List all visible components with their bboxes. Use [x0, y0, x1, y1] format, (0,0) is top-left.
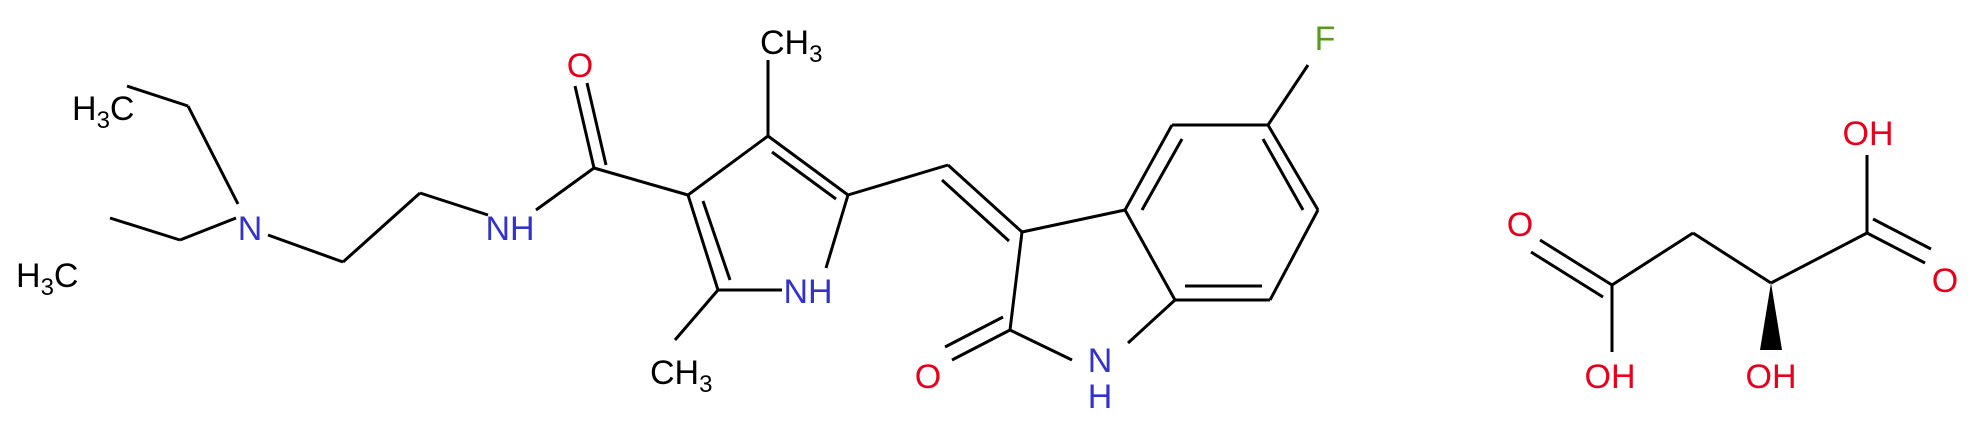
malic-acid-bonds — [1530, 155, 1932, 352]
bond — [1008, 231, 1024, 331]
bond — [1140, 138, 1184, 211]
bond — [267, 233, 344, 264]
bond — [1126, 298, 1177, 345]
bond — [767, 134, 849, 197]
bond — [1539, 238, 1613, 287]
bond — [1530, 250, 1604, 299]
bond — [1866, 231, 1926, 265]
bond — [186, 105, 240, 205]
bond — [824, 194, 850, 269]
bond — [573, 85, 596, 169]
sunitinib-bonds — [109, 60, 1320, 362]
bond — [701, 200, 732, 281]
bond — [109, 216, 181, 242]
bond — [585, 82, 608, 166]
bond — [1123, 124, 1174, 211]
bond — [1266, 124, 1320, 211]
bond — [1872, 217, 1932, 251]
wedge-bond — [1760, 283, 1782, 350]
alpha-hydroxyl-label: OH — [1746, 358, 1797, 396]
bond — [1692, 231, 1772, 285]
bond — [1021, 208, 1126, 234]
bond — [686, 194, 720, 291]
pyrrole-nh-label: NH — [783, 273, 832, 311]
bond — [944, 315, 1004, 349]
amine-nitrogen-label: N — [238, 210, 263, 248]
bond — [940, 178, 1011, 243]
bond — [126, 84, 189, 108]
amide-nh-label: NH — [485, 210, 534, 248]
bond — [419, 191, 489, 217]
bond — [673, 289, 720, 341]
bond — [1266, 64, 1310, 126]
bond — [1261, 138, 1305, 211]
bond — [179, 216, 237, 242]
bond — [946, 163, 1024, 234]
bond — [1009, 328, 1073, 362]
pyrrole-methyl-top-label: CH3 — [760, 24, 822, 68]
fluorine-label: F — [1315, 20, 1336, 58]
bond — [535, 166, 595, 212]
bond — [1770, 231, 1868, 285]
bond — [771, 150, 837, 201]
bond — [1611, 231, 1694, 287]
methyl-label-bottom-left: H3C — [16, 257, 78, 301]
pyrrole-methyl-bottom-label: CH3 — [650, 354, 712, 398]
bond — [1123, 209, 1177, 301]
lactam-oxygen-label: O — [915, 358, 941, 396]
acid-left-hydroxyl-label: OH — [1585, 358, 1636, 396]
amide-oxygen-label: O — [567, 47, 593, 85]
bond — [1268, 209, 1320, 301]
acid-right-oxygen-label: O — [1932, 262, 1958, 300]
methyl-label-top-left: H3C — [72, 90, 134, 134]
acid-right-hydroxyl-label: OH — [1843, 115, 1894, 153]
bond — [593, 166, 689, 197]
bond — [341, 191, 422, 264]
bond — [847, 163, 949, 197]
bond — [951, 328, 1011, 362]
acid-left-oxygen-label: O — [1507, 206, 1533, 244]
bond — [687, 134, 769, 197]
